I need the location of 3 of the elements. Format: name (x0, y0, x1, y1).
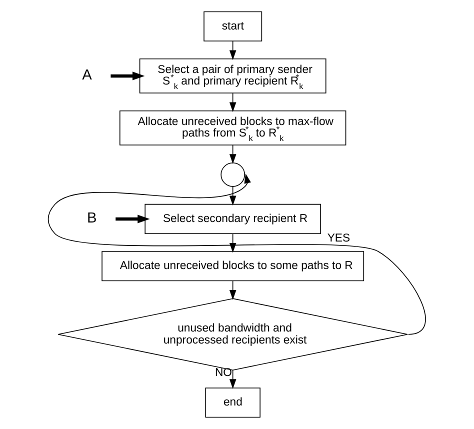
node-text: A (82, 68, 92, 84)
edge-label: YES (327, 232, 350, 245)
node-text: B (86, 210, 97, 227)
